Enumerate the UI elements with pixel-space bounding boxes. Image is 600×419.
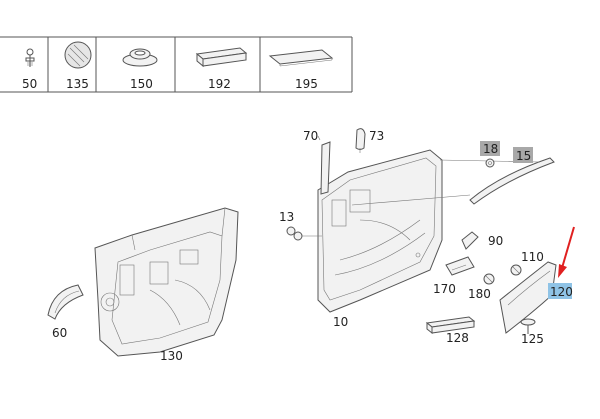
legend-label-135: 135: [66, 77, 89, 91]
tag-120: [548, 283, 572, 299]
legend-label-50: 50: [22, 77, 37, 91]
callout-10: 10: [333, 315, 348, 329]
tag-15: [513, 147, 533, 163]
door-inner-frame: [94, 207, 239, 357]
fastener-13: [286, 226, 322, 241]
foam-block-128: [425, 316, 476, 335]
foam-block-icon: [195, 47, 248, 68]
screw-110: [510, 264, 522, 276]
tag-18: [480, 141, 500, 156]
legend-label-150: 150: [130, 77, 153, 91]
felt-disc-icon: [64, 41, 92, 69]
grommet-icon: [122, 48, 158, 67]
callout-70: 70: [303, 129, 318, 143]
callout-110: 110: [521, 250, 544, 264]
end-cap-120: [499, 261, 557, 334]
foam-pad-icon: [268, 49, 334, 67]
callout-120: 120: [550, 285, 573, 299]
screw-125: [520, 318, 536, 334]
callout-90: 90: [488, 234, 503, 248]
callout-15: 15: [516, 149, 531, 163]
callout-170: 170: [433, 282, 456, 296]
screw-icon: [25, 48, 35, 67]
callout-18: 18: [483, 142, 498, 156]
legend-label-192: 192: [208, 77, 231, 91]
speaker-cover: [47, 284, 84, 320]
callout-130: 130: [160, 349, 183, 363]
callout-60: 60: [52, 326, 67, 340]
callout-73: 73: [369, 129, 384, 143]
screw-180: [483, 273, 495, 285]
nut-part: [485, 158, 495, 168]
door-trim-panel: [317, 149, 443, 313]
legend-table: [0, 36, 353, 93]
callout-13: 13: [279, 210, 294, 224]
legend-label-195: 195: [295, 77, 318, 91]
handle-trim: [317, 135, 331, 195]
callout-128: 128: [446, 331, 469, 345]
bracket-170: [445, 256, 475, 276]
pointer-arrow-icon: [558, 226, 575, 278]
callout-125: 125: [521, 332, 544, 346]
trim-90: [461, 231, 479, 250]
clip-part: [355, 128, 366, 153]
callout-180: 180: [468, 287, 491, 301]
